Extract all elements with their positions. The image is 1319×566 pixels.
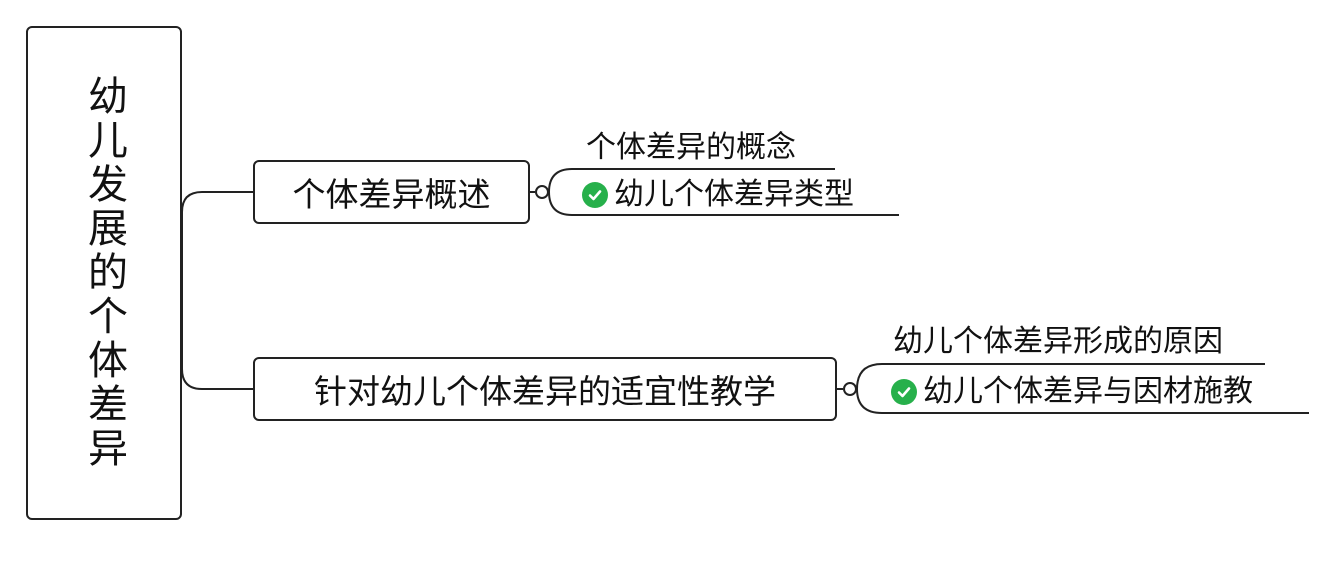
branch-node-label: 针对幼儿个体差异的适宜性教学: [314, 372, 776, 411]
leaf-node-label: 幼儿个体差异形成的原因: [893, 324, 1223, 359]
leaf-node-label: 幼儿个体差异类型: [614, 177, 854, 212]
root-node[interactable]: 幼儿发展的个体差异: [26, 26, 182, 520]
branch-node-overview[interactable]: 个体差异概述: [253, 160, 530, 224]
leaf-node-label: 个体差异的概念: [586, 130, 796, 165]
leaf-node-causes[interactable]: 幼儿个体差异形成的原因: [893, 327, 1223, 357]
leaf-node-label: 幼儿个体差异与因材施教: [923, 374, 1253, 409]
check-circle-icon: [582, 182, 608, 208]
connector-branch-2-leaves: [856, 363, 1309, 414]
leaf-node-concept[interactable]: 个体差异的概念: [586, 133, 796, 163]
root-node-label: 幼儿发展的个体差异: [81, 75, 127, 471]
collapse-toggle-icon[interactable]: [843, 382, 857, 396]
connector-root-branch-2: [181, 272, 253, 390]
collapse-toggle-icon[interactable]: [535, 185, 549, 199]
leaf-node-types[interactable]: 幼儿个体差异类型: [582, 180, 854, 210]
connector-branch-1-leaves: [548, 168, 899, 216]
branch-node-teaching[interactable]: 针对幼儿个体差异的适宜性教学: [253, 357, 837, 421]
connector-root-branch-1: [181, 191, 253, 272]
check-circle-icon: [891, 379, 917, 405]
leaf-node-individualized-teaching[interactable]: 幼儿个体差异与因材施教: [891, 377, 1253, 407]
branch-node-label: 个体差异概述: [292, 175, 491, 214]
